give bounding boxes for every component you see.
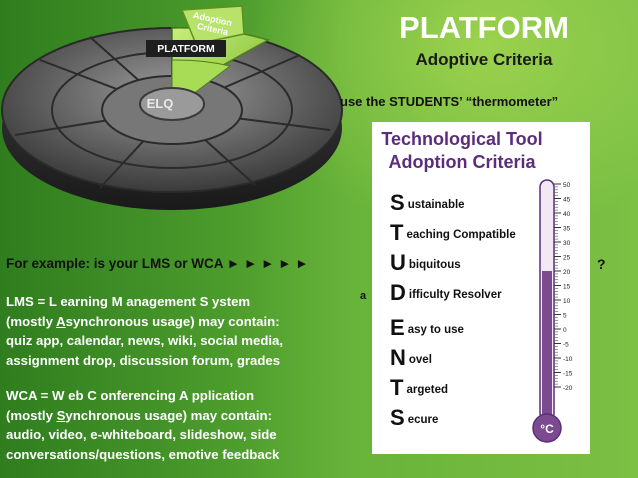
wca-line3: audio, video, e-whiteboard, slideshow, s… [6,427,277,442]
criteria-letter: U [390,250,406,275]
card-title: Technological Tool Adoption Criteria [372,128,552,174]
wca-definition-block: WCA = W eb C onferencing A pplication (m… [6,386,279,464]
criteria-text: biquitous [408,259,461,271]
lms-definition-block: LMS = L earning M anagement S ystem (mos… [6,292,283,370]
lms-line2: (mostly Asynchronous usage) may contain: [6,313,280,329]
example-line: For example: is your LMS or WCA ► ► ► ► … [6,256,309,271]
page-subtitle: Adoptive Criteria [415,50,553,69]
criteria-text: argeted [406,384,448,396]
criteria-letter: S [390,405,405,430]
thermometer-tick-label: 20 [563,269,571,276]
criteria-letter: T [390,375,404,400]
wca-line4: conversations/questions, emotive feedbac… [6,446,280,462]
thermometer-tick-label: -15 [563,371,573,378]
wheel-hub [139,87,205,121]
thermometer-tick-label: 35 [563,226,571,233]
thermometer-tick-label: 5 [563,313,567,320]
question-mark: ? [597,256,606,272]
card-title-line2: Adoption Criteria [388,152,536,172]
thermometer-tick-label: 50 [563,182,571,189]
lms-line1: LMS = L earning M anagement S ystem [6,294,251,309]
page-title: PLATFORM [399,10,569,45]
lms-line3: quiz app, calendar, news, wiki, social m… [6,333,284,348]
thermometer-tick-label: 10 [563,298,571,305]
a-label: a [360,290,367,302]
thermometer-tick-label: -10 [563,356,573,363]
wca-line1: WCA = W eb C onferencing A pplication [6,388,254,403]
elq-label: ELQ [147,96,174,111]
criteria-text: ecure [407,414,439,426]
thermometer-tick-label: 0 [563,327,567,334]
criteria-letter: D [390,280,406,305]
platform-label: PLATFORM [157,43,215,55]
thermometer-unit: °C [540,422,554,436]
thermometer-tick-label: 25 [563,255,571,262]
criteria-text: eaching Compatible [406,229,516,241]
card-title-line1: Technological Tool [381,129,543,149]
thermometer-tick-label: 30 [563,240,571,247]
thermometer-tick-label: -5 [563,342,569,349]
puzzle-wheel-graphic: PLATFORM Adoption Criteria ELQ [1,5,343,210]
instruction-text: use the STUDENTS’ “thermometer” [340,94,559,109]
platform-label-box [146,40,226,57]
thermometer-tick-label: -20 [563,385,573,392]
wca-line2: (mostly Synchronous usage) may contain: [6,407,273,423]
criteria-text: ovel [408,354,432,366]
thermometer-tick-label: 15 [563,284,571,291]
criteria-text: ustainable [407,199,465,211]
lms-line4: assignment drop, discussion forum, grade… [6,352,281,368]
thermometer-bulb [532,413,562,443]
criteria-letter: S [390,190,405,215]
criteria-letter: N [390,345,406,370]
criteria-text: asy to use [407,324,464,336]
thermometer-fill [542,271,552,422]
wheel-tab [180,5,245,45]
thermometer-tick-label: 40 [563,211,571,218]
criteria-text: ifficulty Resolver [408,289,502,301]
criteria-letter: T [390,220,404,245]
criteria-letter: E [390,315,405,340]
thermometer-tick-label: 45 [563,197,571,204]
